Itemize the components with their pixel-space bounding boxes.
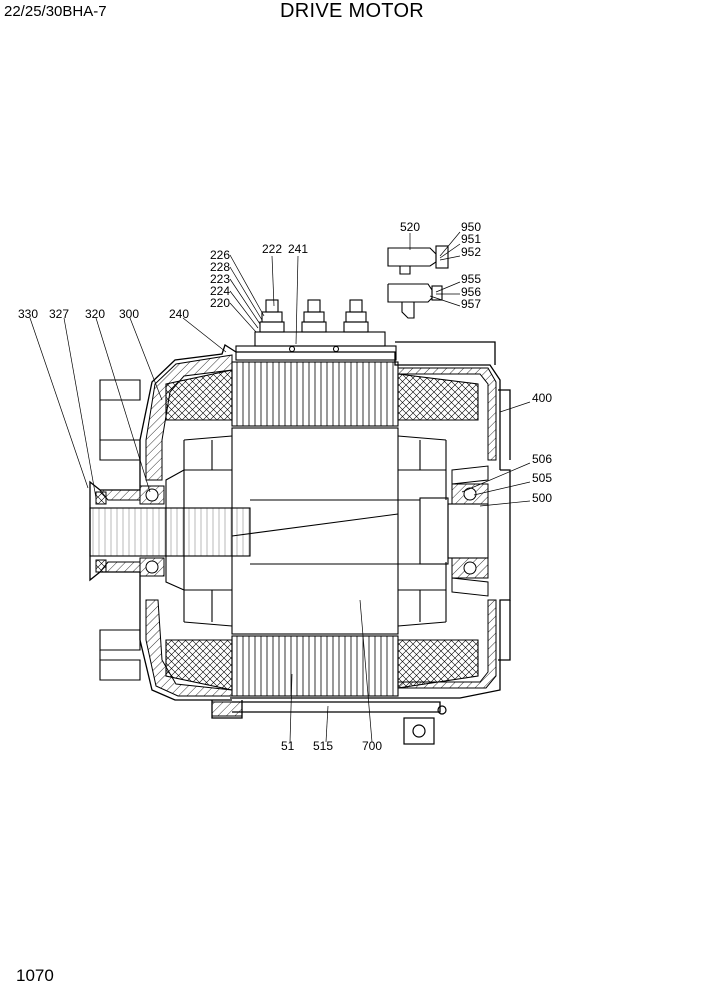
callout-951: 951 <box>461 232 481 246</box>
callout-300: 300 <box>119 307 139 321</box>
page-title: DRIVE MOTOR <box>280 0 425 22</box>
callout-700: 700 <box>362 739 382 753</box>
lifting-bracket <box>403 705 447 745</box>
front-bearing <box>95 485 165 577</box>
callout-240: 240 <box>169 307 189 321</box>
callout-51: 51 <box>281 739 295 753</box>
leader-lines <box>29 231 531 743</box>
callout-956: 956 <box>461 285 481 299</box>
terminal-block <box>235 299 397 361</box>
stator-core <box>231 361 399 697</box>
callout-223: 223 <box>210 272 230 286</box>
callout-955: 955 <box>461 272 481 286</box>
callout-228: 228 <box>210 260 230 274</box>
callout-222: 222 <box>262 242 282 256</box>
callout-226: 226 <box>210 248 230 262</box>
callout-330: 330 <box>18 307 38 321</box>
callout-952: 952 <box>461 245 481 259</box>
model-code: 22/25/30BHA-7 <box>4 3 107 20</box>
callout-505: 505 <box>532 471 552 485</box>
rotor-assembly <box>165 427 447 635</box>
stator-windings <box>165 369 479 691</box>
callout-500: 500 <box>532 491 552 505</box>
callout-520: 520 <box>400 220 420 234</box>
callout-957: 957 <box>461 297 481 311</box>
callout-515: 515 <box>313 739 333 753</box>
callout-400: 400 <box>532 391 552 405</box>
rotor-shaft <box>89 497 489 565</box>
left-mount-bosses <box>99 379 141 681</box>
page-number: 1070 <box>16 966 54 985</box>
callout-220: 220 <box>210 296 230 310</box>
callout-327: 327 <box>49 307 69 321</box>
callout-241: 241 <box>288 242 308 256</box>
sensor-connectors <box>387 245 449 319</box>
rear-bearing <box>451 465 489 597</box>
callout-224: 224 <box>210 284 230 298</box>
callout-labels: 330 327 320 300 240 226 228 223 224 220 … <box>18 220 552 753</box>
callout-506: 506 <box>532 452 552 466</box>
callout-950: 950 <box>461 220 481 234</box>
callout-320: 320 <box>85 307 105 321</box>
